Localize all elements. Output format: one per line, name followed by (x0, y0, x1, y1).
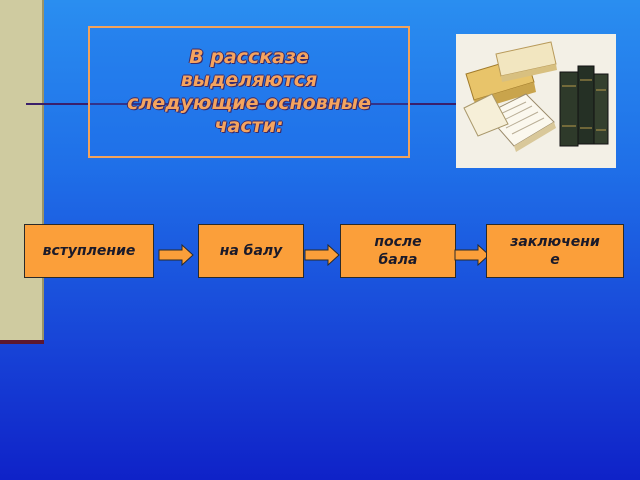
arrow-right-icon (454, 244, 490, 266)
left-decor-bar-shadow (0, 340, 44, 344)
flow-step-at-the-ball: на балу (198, 224, 304, 278)
flow-step-introduction: вступление (24, 224, 154, 278)
flow-step-label: вступление (42, 243, 136, 259)
left-decor-bar (0, 0, 44, 342)
arrow-right-icon (304, 244, 340, 266)
flow-step-label: заключени е (510, 234, 600, 268)
horizontal-divider (26, 103, 456, 105)
flow-step-after-the-ball: после бала (340, 224, 456, 278)
flow-step-label: после бала (374, 234, 422, 268)
arrow-right-icon (158, 244, 194, 266)
flow-step-conclusion: заключени е (486, 224, 624, 278)
books-photo (456, 34, 616, 168)
title-box: В рассказе выделяются следующие основные… (88, 26, 410, 158)
books-illustration (456, 34, 616, 168)
flow-step-label: на балу (219, 243, 283, 259)
slide-title: В рассказе выделяются следующие основные… (127, 46, 371, 137)
